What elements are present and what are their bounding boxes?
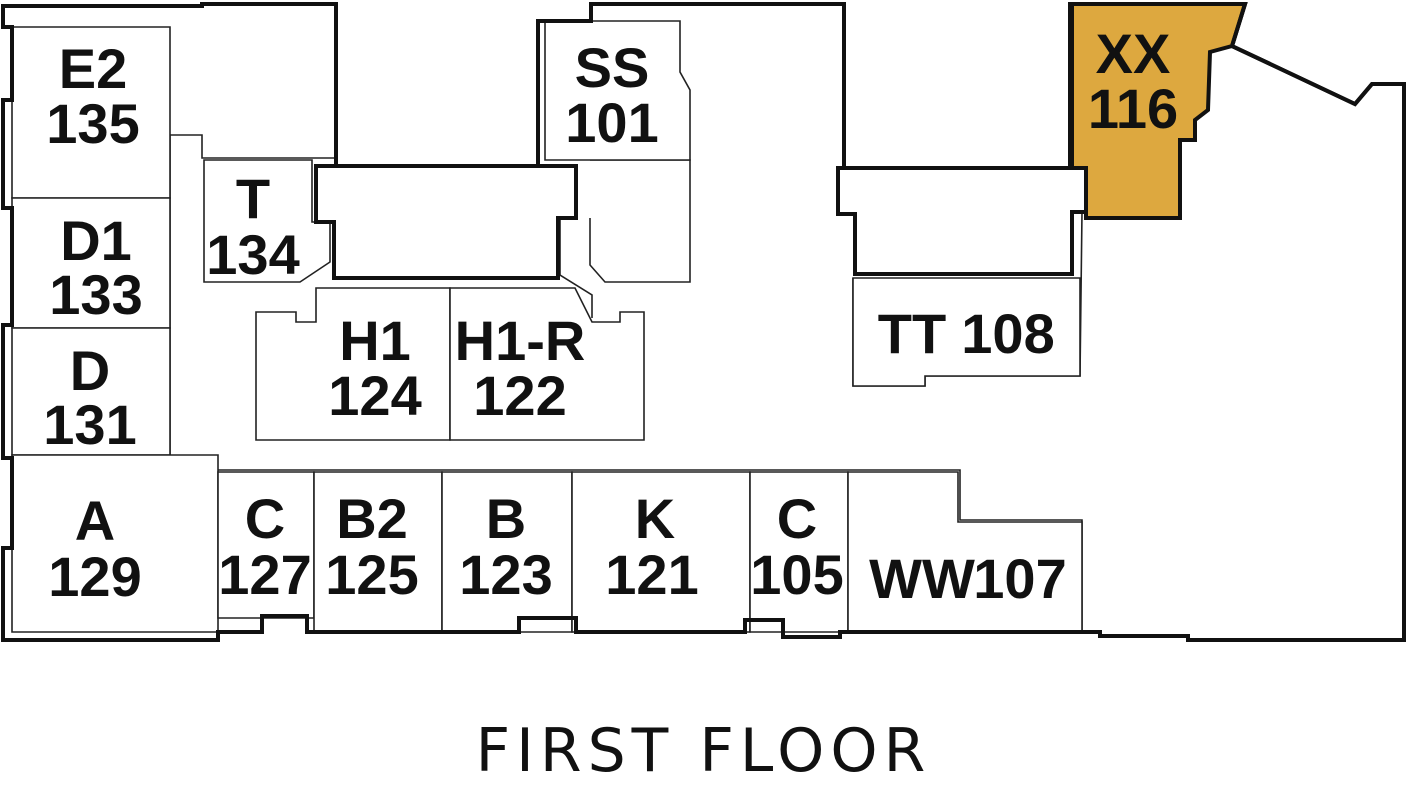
corridor-wall — [170, 134, 336, 159]
unit-name-c-105: C — [777, 487, 817, 550]
unit-name-d: D — [70, 339, 110, 402]
unit-number-107: 107 — [973, 547, 1066, 610]
unit-h1-124[interactable] — [255, 287, 451, 441]
unit-number-123: 123 — [459, 543, 552, 606]
floor-title: FIRST FLOOR — [475, 716, 932, 786]
unit-number-105: 105 — [750, 543, 843, 606]
unit-number-121: 121 — [605, 543, 698, 606]
unit-number-125: 125 — [325, 543, 418, 606]
unit-name-d1: D1 — [60, 209, 132, 272]
courtyard-east — [836, 166, 1088, 276]
unit-name-h1-r: H1-R — [455, 309, 586, 372]
unit-name-k: K — [635, 487, 675, 550]
unit-number-135: 135 — [46, 92, 139, 155]
unit-number-122: 122 — [473, 364, 566, 427]
unit-number-124: 124 — [328, 364, 421, 427]
unit-number-131: 131 — [43, 393, 136, 456]
unit-number-108: 108 — [961, 302, 1054, 365]
unit-name-a: A — [75, 489, 115, 552]
unit-name-ss: SS — [575, 36, 650, 99]
unit-h1r-122[interactable] — [449, 287, 645, 441]
unit-name-t: T — [236, 167, 270, 230]
unit-name-ww: WW — [869, 547, 975, 610]
unit-number-129: 129 — [48, 545, 141, 608]
unit-ss-101[interactable] — [544, 20, 691, 161]
unit-name-b: B — [486, 487, 526, 550]
unit-name-xx: XX — [1096, 22, 1171, 85]
unit-name-h1: H1 — [339, 309, 411, 372]
unit-number-133: 133 — [49, 263, 142, 326]
unit-name-e2: E2 — [59, 37, 128, 100]
unit-number-116: 116 — [1088, 77, 1178, 140]
unit-name-tt: TT — [878, 302, 946, 365]
courtyard-west — [314, 164, 578, 280]
unit-name-b2: B2 — [336, 487, 408, 550]
unit-number-101: 101 — [565, 91, 658, 154]
building-outline-stroke — [1, 2, 1406, 642]
unit-t-134[interactable] — [203, 159, 331, 283]
unit-number-134: 134 — [206, 223, 299, 286]
unit-tt-108[interactable] — [852, 277, 1081, 387]
unit-name-c: C — [245, 487, 285, 550]
unit-number-127: 127 — [218, 543, 311, 606]
